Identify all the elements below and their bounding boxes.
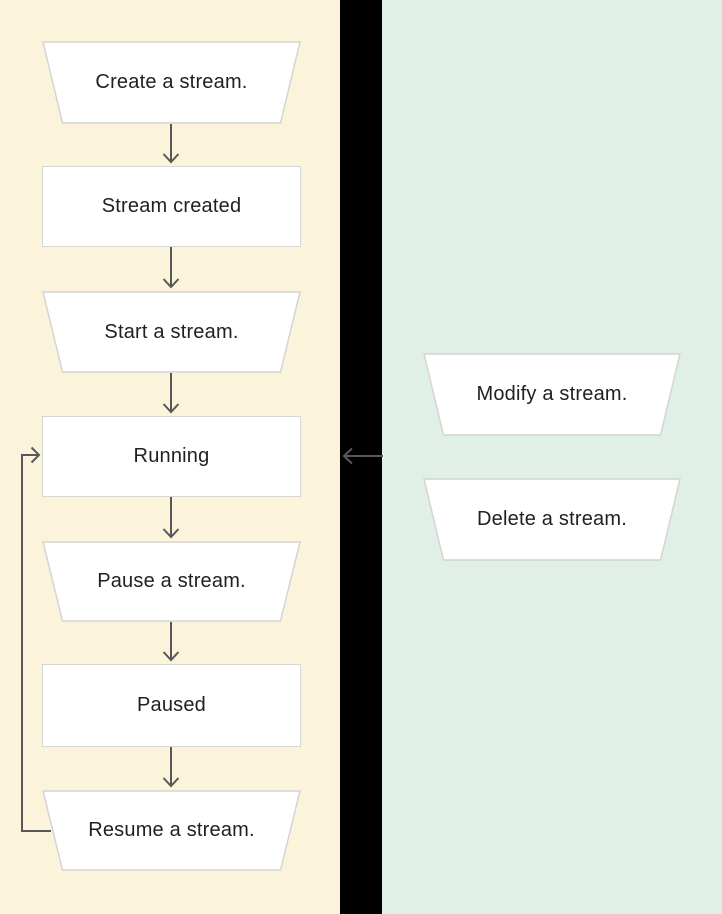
node-label: Delete a stream. [477, 508, 627, 530]
down-arrow-icon [162, 124, 180, 164]
node-label: Resume a stream. [88, 819, 255, 841]
trapezoid-shape [42, 291, 301, 373]
node-label: Pause a stream. [97, 570, 246, 592]
down-arrow-icon [162, 622, 180, 662]
down-arrow-icon [162, 497, 180, 539]
node-pause-stream: Pause a stream. [42, 541, 301, 622]
loop-back-arrow-icon [21, 446, 51, 832]
node-stream-created: Stream created [42, 166, 301, 247]
trapezoid-shape [42, 41, 301, 124]
node-modify-stream: Modify a stream. [423, 353, 681, 436]
down-arrow-icon [162, 747, 180, 788]
right-actions-panel [382, 0, 722, 914]
node-create-stream: Create a stream. [42, 41, 301, 124]
node-label: Running [133, 445, 210, 467]
node-start-stream: Start a stream. [42, 291, 301, 373]
node-label: Create a stream. [95, 71, 248, 93]
node-label: Stream created [101, 195, 242, 217]
node-label: Start a stream. [104, 320, 239, 343]
node-resume-stream: Resume a stream. [42, 790, 301, 871]
trapezoid-shape [423, 353, 681, 436]
trapezoid-shape [42, 541, 301, 622]
down-arrow-icon [162, 373, 180, 414]
trapezoid-shape [42, 790, 301, 871]
node-paused: Paused [42, 664, 301, 747]
down-arrow-icon [162, 247, 180, 289]
node-running: Running [42, 416, 301, 497]
node-label: Modify a stream. [476, 383, 628, 405]
node-label: Paused [136, 694, 207, 716]
node-delete-stream: Delete a stream. [423, 478, 681, 561]
left-arrow-icon [342, 447, 383, 465]
trapezoid-shape [423, 478, 681, 561]
